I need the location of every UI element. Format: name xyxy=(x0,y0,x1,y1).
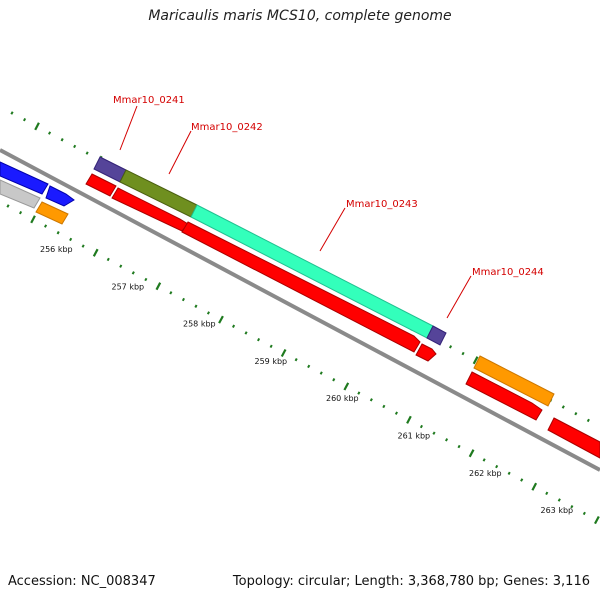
inner-tick-34 xyxy=(432,431,436,435)
inner-tick-32 xyxy=(406,415,412,424)
kbp-label-256: 256 kbp xyxy=(40,245,73,254)
inner-tick-38 xyxy=(482,458,486,462)
cds-0245[interactable] xyxy=(547,417,600,459)
inner-tick-13 xyxy=(169,291,173,295)
inner-tick-5 xyxy=(69,237,73,242)
gene-label-0243[interactable]: Mmar10_0243 xyxy=(346,199,418,210)
cds-0240[interactable] xyxy=(85,173,117,197)
inner-tick-24 xyxy=(307,364,311,369)
inner-tick-21 xyxy=(269,344,273,349)
outer-tick-37 xyxy=(472,356,479,365)
gene-label-group: Mmar10_0241 Mmar10_0242 Mmar10_0243 Mmar… xyxy=(113,95,544,319)
inner-tick-row xyxy=(6,204,600,525)
inner-tick-39 xyxy=(495,464,499,469)
inner-tick-30 xyxy=(382,404,386,409)
inner-tick-46 xyxy=(582,511,586,516)
page-title: Maricaulis maris MCS10, complete genome xyxy=(148,8,452,24)
kbp-label-257: 257 kbp xyxy=(112,282,145,291)
outer-tick-44 xyxy=(561,405,565,409)
gene-leader-0243 xyxy=(319,207,346,252)
outer-tick-36 xyxy=(461,351,465,356)
inner-tick-15 xyxy=(194,304,198,308)
gene-label-0241[interactable]: Mmar10_0241 xyxy=(113,95,185,106)
inner-tick-26 xyxy=(332,378,336,382)
gene-label-0242[interactable]: Mmar10_0242 xyxy=(191,122,263,133)
inner-tick-31 xyxy=(394,411,398,415)
inner-tick-2 xyxy=(30,215,36,224)
feature-blue-2[interactable] xyxy=(45,185,75,207)
kbp-label-260: 260 kbp xyxy=(326,394,359,403)
inner-tick-8 xyxy=(106,257,110,262)
feature-purple-2[interactable] xyxy=(426,325,447,346)
outer-tick-35 xyxy=(449,345,453,349)
kbp-label-263: 263 kbp xyxy=(541,506,574,515)
gene-leader-0241 xyxy=(119,105,138,151)
kbp-scale-labels: 256 kbp 257 kbp 258 kbp 259 kbp 260 kbp 261 k… xyxy=(40,245,573,515)
inner-tick-0 xyxy=(6,204,10,208)
inner-tick-11 xyxy=(144,277,148,282)
inner-tick-3 xyxy=(44,224,48,228)
outer-tick-6 xyxy=(85,151,89,155)
inner-tick-36 xyxy=(457,444,461,449)
inner-tick-42 xyxy=(531,482,538,491)
gene-leader-0244 xyxy=(446,275,472,319)
inner-tick-33 xyxy=(419,424,423,429)
feature-blue-1[interactable] xyxy=(0,161,49,195)
inner-tick-23 xyxy=(294,358,298,362)
cds-0244[interactable] xyxy=(465,371,543,421)
reverse-track xyxy=(85,173,600,459)
inner-tick-28 xyxy=(357,391,361,395)
inner-tick-9 xyxy=(119,264,123,268)
outer-tick-4 xyxy=(60,138,64,142)
inner-tick-37 xyxy=(468,449,475,458)
kbp-label-258: 258 kbp xyxy=(183,320,216,329)
inner-tick-12 xyxy=(155,282,162,291)
inner-tick-17 xyxy=(218,315,224,324)
outer-tick-45 xyxy=(574,412,578,416)
inner-tick-4 xyxy=(56,231,60,235)
inner-tick-25 xyxy=(319,371,323,375)
forward-track xyxy=(0,156,555,407)
inner-tick-29 xyxy=(369,398,373,402)
kbp-label-259: 259 kbp xyxy=(255,357,288,366)
genome-backbone xyxy=(0,148,600,472)
outer-tick-0 xyxy=(10,111,14,115)
inner-tick-10 xyxy=(131,271,135,275)
inner-tick-18 xyxy=(232,324,236,328)
inner-tick-27 xyxy=(343,382,350,391)
cds-0243[interactable] xyxy=(415,343,437,362)
feature-orange-1[interactable] xyxy=(35,201,69,225)
cds-0242[interactable] xyxy=(181,221,421,353)
genome-summary-text: Topology: circular; Length: 3,368,780 bp… xyxy=(232,574,590,589)
inner-tick-7 xyxy=(92,248,99,257)
inner-tick-19 xyxy=(244,331,248,335)
inner-tick-45 xyxy=(570,505,574,509)
inner-tick-16 xyxy=(206,311,210,315)
inner-tick-47 xyxy=(594,515,600,525)
inner-tick-41 xyxy=(520,478,524,482)
accession-text: Accession: NC_008347 xyxy=(8,574,156,589)
inner-tick-44 xyxy=(557,498,561,502)
outer-tick-5 xyxy=(73,144,77,149)
kbp-label-261: 261 kbp xyxy=(398,432,431,441)
outer-tick-1 xyxy=(23,117,27,122)
inner-tick-35 xyxy=(445,438,449,442)
outer-tick-2 xyxy=(34,122,40,131)
outer-tick-46 xyxy=(586,418,590,423)
feature-gray-1[interactable] xyxy=(0,179,41,209)
inner-tick-20 xyxy=(257,337,261,342)
kbp-label-262: 262 kbp xyxy=(469,469,502,478)
inner-tick-14 xyxy=(181,297,185,302)
outer-tick-3 xyxy=(48,131,52,135)
inner-tick-1 xyxy=(19,210,23,215)
inner-tick-43 xyxy=(545,491,549,496)
inner-tick-6 xyxy=(81,244,85,248)
gene-label-0244[interactable]: Mmar10_0244 xyxy=(472,267,544,278)
gene-leader-0242 xyxy=(168,130,192,175)
inner-tick-22 xyxy=(280,348,287,358)
inner-tick-40 xyxy=(507,471,511,475)
feature-orange-2[interactable] xyxy=(473,355,555,407)
